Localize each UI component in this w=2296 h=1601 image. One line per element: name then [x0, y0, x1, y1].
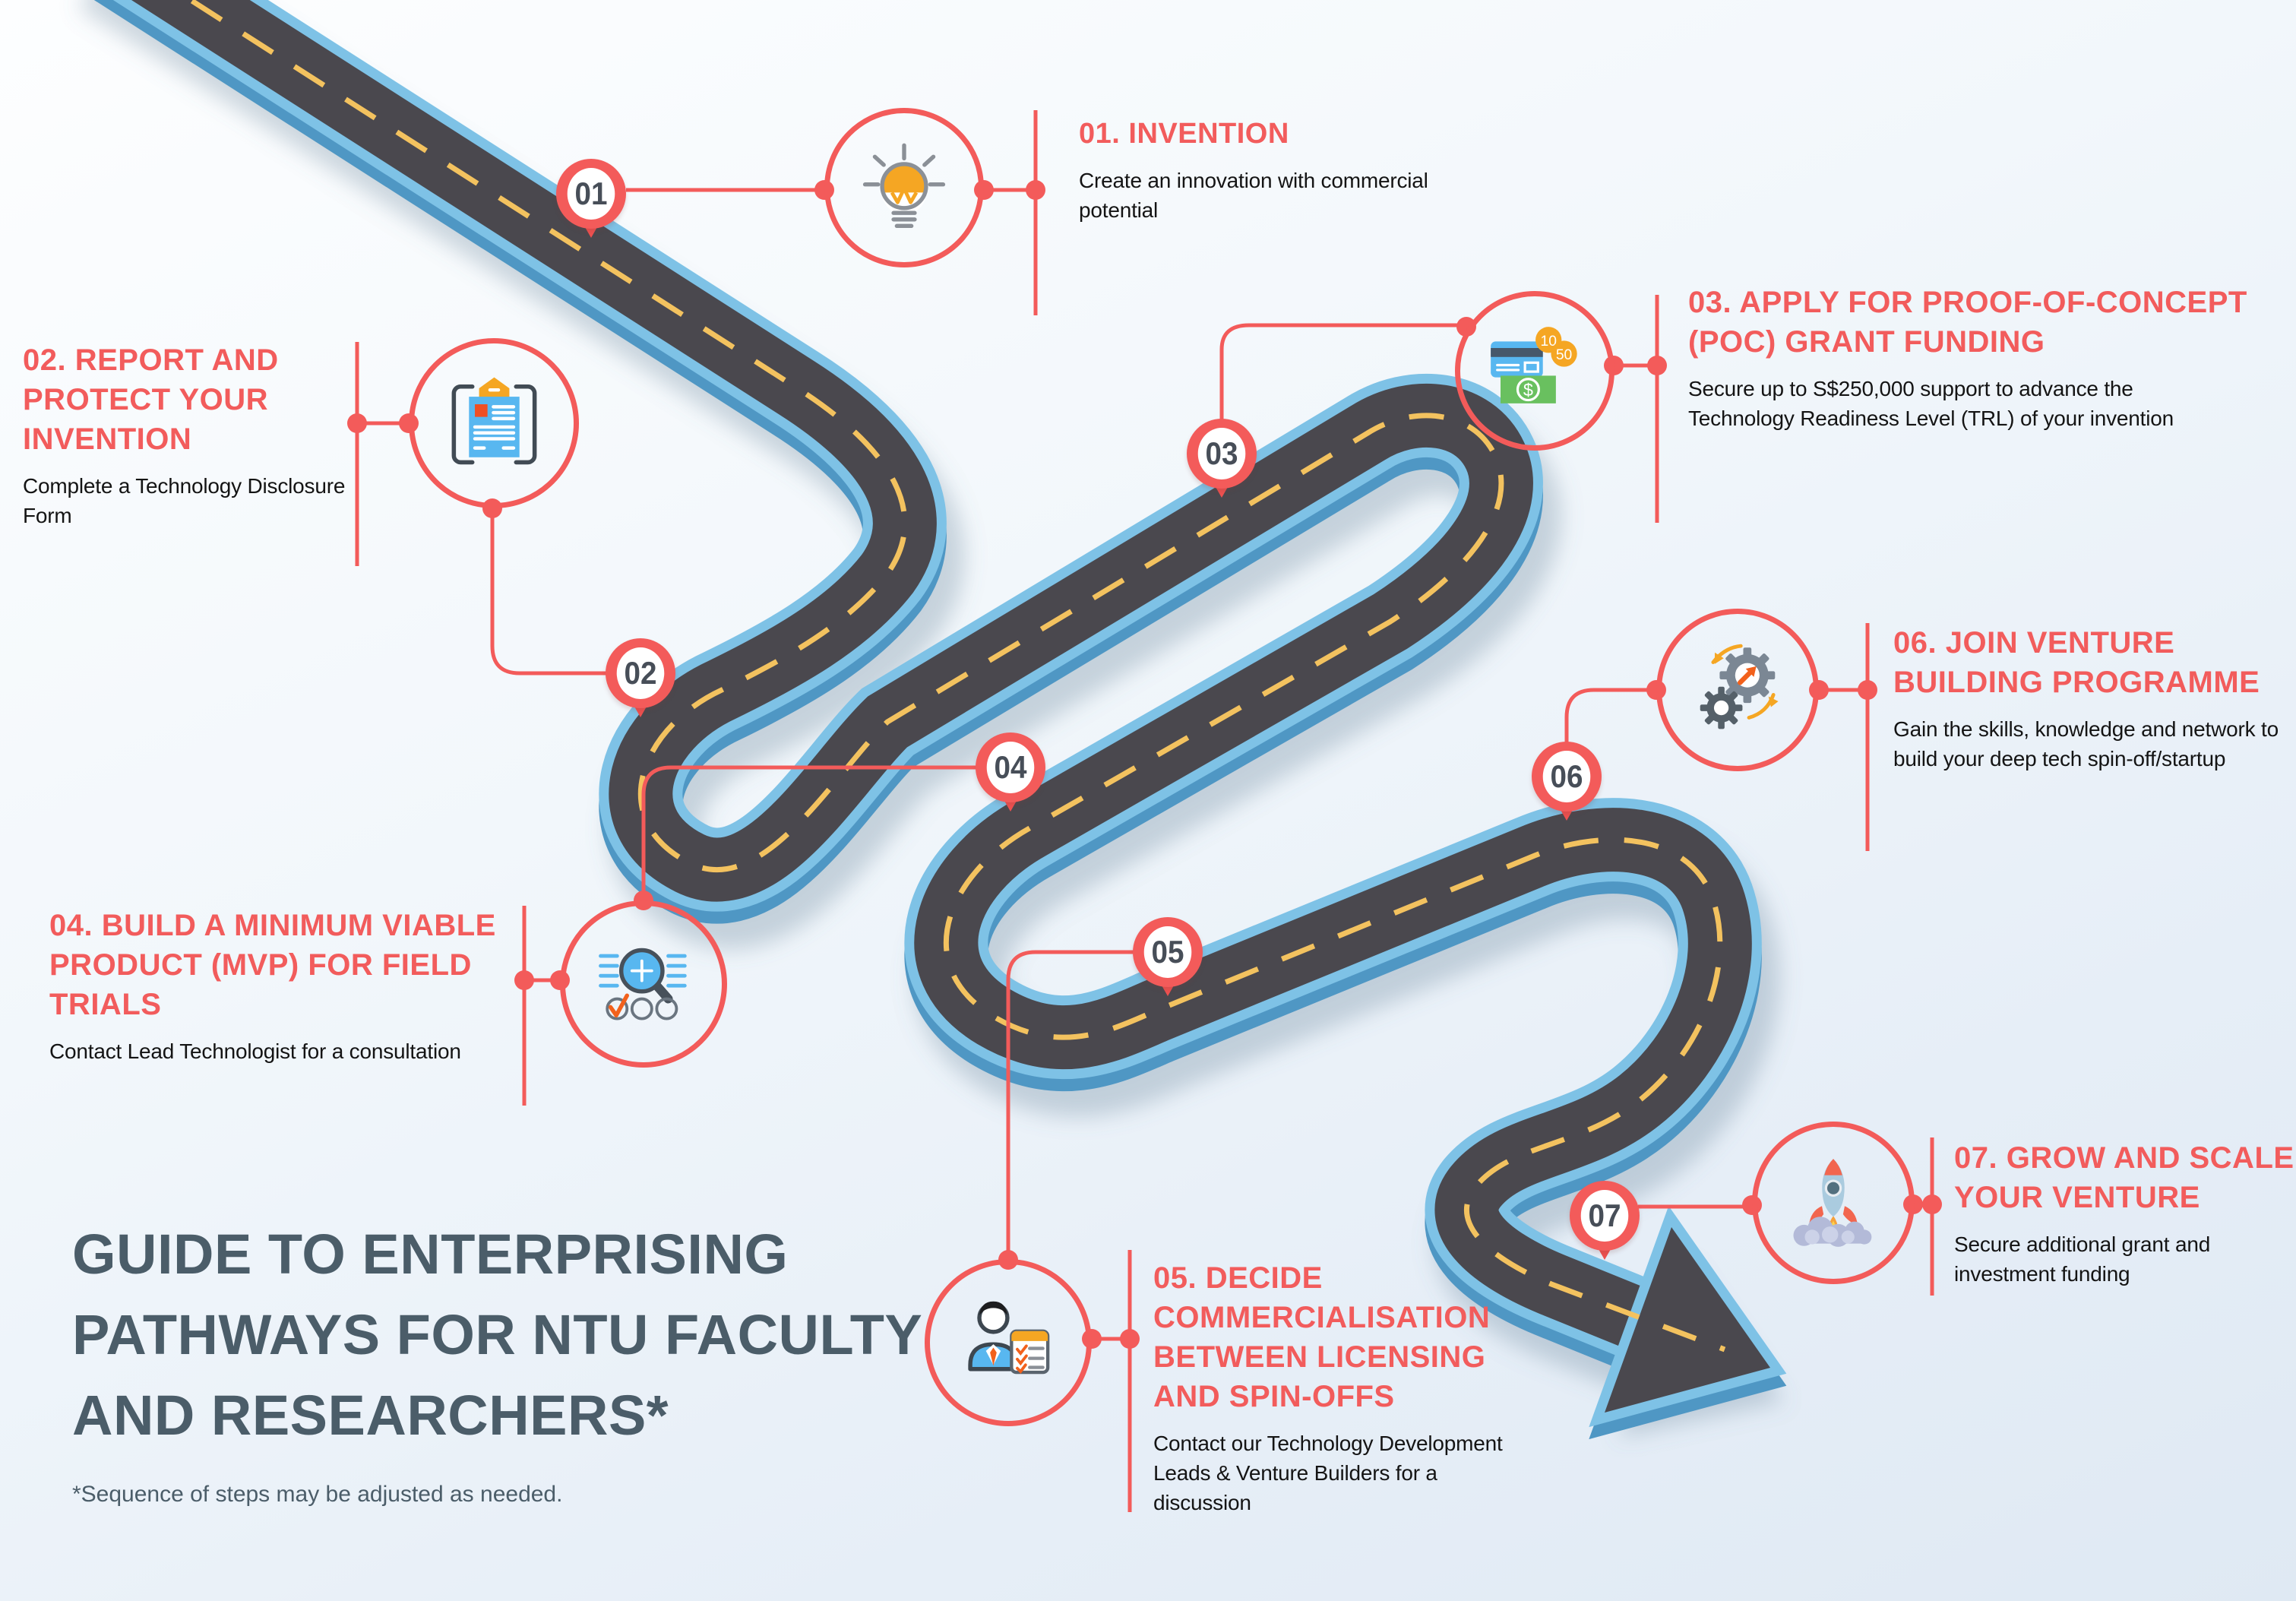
dollar-sign: $ [1523, 380, 1533, 400]
pin-number: 02 [616, 647, 665, 699]
clipboard-icon [451, 377, 536, 464]
step-02-icon-circle [409, 338, 579, 508]
step-06-icon-circle [1656, 609, 1819, 771]
step-07-icon-circle [1752, 1122, 1915, 1284]
step-05-description: Contact our Technology Development Leads… [1153, 1432, 1503, 1514]
pin-number: 07 [1580, 1190, 1629, 1242]
connector-line-05 [1006, 950, 1134, 1258]
advisor-checklist-icon [968, 1301, 1050, 1375]
step-01-description: Create an innovation with commercial pot… [1079, 169, 1428, 222]
lightbulb-icon [862, 143, 946, 229]
pin-head: 03 [1187, 419, 1257, 489]
coin-10: 10 [1540, 334, 1556, 350]
step-04-description: Contact Lead Technologist for a consulta… [49, 1039, 461, 1063]
step-02-title: 02. REPORT AND PROTECT YOUR INVENTION [23, 343, 279, 456]
map-pin-05: 05 [1133, 917, 1203, 996]
footnote: *Sequence of steps may be adjusted as ne… [72, 1482, 563, 1507]
step-04-title: 04. BUILD A MINIMUM VIABLE PRODUCT (MVP)… [49, 909, 496, 1021]
step-06-text: 06. JOIN VENTURE BUILDING PROGRAMME Gain… [1893, 623, 2296, 774]
mvp-magnifier-icon [599, 948, 687, 1020]
connector-line-04b [641, 765, 979, 900]
connector-line-03 [1219, 323, 1465, 421]
pin-head: 05 [1133, 917, 1203, 987]
step-01-text: 01. INVENTION Create an innovation with … [1079, 114, 1535, 225]
connector-line-02b [490, 508, 606, 676]
map-pin-04: 04 [976, 732, 1045, 812]
step-03-text: 03. APPLY FOR PROOF-OF-CONCEPT (POC) GRA… [1688, 283, 2266, 433]
pin-number: 03 [1197, 428, 1246, 479]
step-07-text: 07. GROW AND SCALE YOUR VENTURE Secure a… [1954, 1138, 2296, 1289]
page-title: GUIDE TO ENTERPRISING PATHWAYS FOR NTU F… [72, 1223, 923, 1447]
road-arrowhead [1589, 1206, 1787, 1440]
step-06-description: Gain the skills, knowledge and network t… [1893, 717, 2279, 770]
connector-line-06 [1564, 688, 1655, 808]
pin-head: 04 [976, 732, 1045, 802]
step-03-icon-circle: $ 10 50 [1455, 291, 1614, 451]
step-03-title: 03. APPLY FOR PROOF-OF-CONCEPT (POC) GRA… [1688, 286, 2247, 359]
step-05-title: 05. DECIDE COMMERCIALISATION BETWEEN LIC… [1153, 1261, 1491, 1413]
step-02-text: 02. REPORT AND PROTECT YOUR INVENTION Co… [23, 340, 365, 530]
map-pin-07: 07 [1570, 1181, 1640, 1260]
coin-50: 50 [1556, 347, 1572, 363]
step-05-icon-circle [925, 1259, 1092, 1426]
step-02-description: Complete a Technology Disclosure Form [23, 474, 346, 527]
step-07-description: Secure additional grant and investment f… [1954, 1232, 2211, 1286]
step-05-text: 05. DECIDE COMMERCIALISATION BETWEEN LIC… [1153, 1258, 1548, 1517]
map-pin-06: 06 [1532, 742, 1602, 821]
step-01-title: 01. INVENTION [1079, 118, 1289, 150]
pin-number: 06 [1542, 751, 1591, 802]
step-04-text: 04. BUILD A MINIMUM VIABLE PRODUCT (MVP)… [49, 906, 566, 1066]
pin-head: 02 [606, 638, 675, 708]
venture-gears-icon [1700, 644, 1779, 729]
pin-number: 05 [1143, 926, 1192, 978]
pin-head: 07 [1570, 1181, 1640, 1251]
pin-number: 01 [567, 168, 615, 220]
step-01-icon-circle [824, 108, 984, 267]
map-pin-03: 03 [1187, 419, 1257, 498]
step-07-title: 07. GROW AND SCALE YOUR VENTURE [1954, 1141, 2294, 1214]
pin-head: 06 [1532, 742, 1602, 812]
map-pin-02: 02 [606, 638, 675, 717]
map-pin-01: 01 [556, 159, 626, 238]
pin-head: 01 [556, 159, 626, 229]
rocket-icon [1793, 1159, 1872, 1247]
grant-funding-icon: $ 10 50 [1491, 327, 1577, 403]
step-04-icon-circle [560, 900, 727, 1068]
title-block: GUIDE TO ENTERPRISING PATHWAYS FOR NTU F… [72, 1214, 922, 1508]
step-03-description: Secure up to S$250,000 support to advanc… [1688, 377, 2174, 430]
step-06-title: 06. JOIN VENTURE BUILDING PROGRAMME [1893, 626, 2260, 699]
pin-number: 04 [986, 742, 1035, 793]
